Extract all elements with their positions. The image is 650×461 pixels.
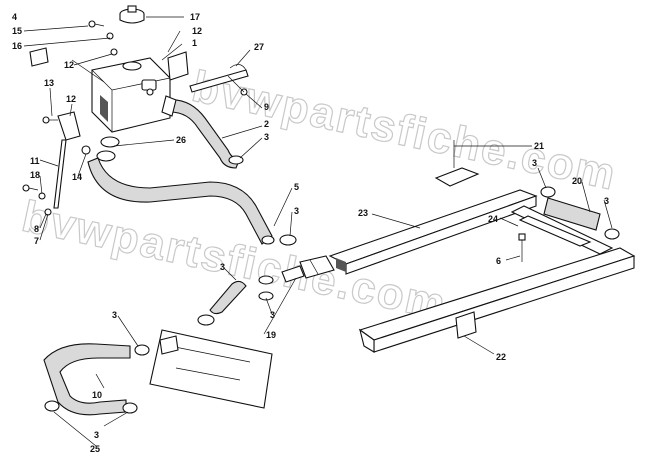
overflow-hose xyxy=(161,95,241,169)
callouts: 17 12 1 4 15 16 12 27 9 2 3 26 13 12 11 … xyxy=(12,12,609,454)
leader-lines xyxy=(23,16,613,447)
callout-9: 9 xyxy=(264,102,269,112)
reservoir-tank xyxy=(91,57,171,133)
clamps-upper-mid xyxy=(228,155,297,246)
short-hose-upper xyxy=(197,275,274,326)
callout-5: 5 xyxy=(294,182,299,192)
callout-12-top: 12 xyxy=(192,26,202,36)
callout-24: 24 xyxy=(488,214,498,224)
callout-3-hose5: 3 xyxy=(294,206,299,216)
callout-3-bottom: 3 xyxy=(94,430,99,440)
bottom-hose xyxy=(43,343,131,416)
callout-20: 20 xyxy=(572,176,582,186)
callout-3-right: 3 xyxy=(604,196,609,206)
small-fasteners-top xyxy=(88,20,154,96)
callout-3-connector: 3 xyxy=(220,262,225,272)
callout-22: 22 xyxy=(496,352,506,362)
callout-4: 4 xyxy=(12,12,17,22)
callout-1: 1 xyxy=(192,38,197,48)
callout-8: 8 xyxy=(34,224,39,234)
callout-18: 18 xyxy=(30,170,40,180)
callout-13: 13 xyxy=(44,78,54,88)
callout-3-bottom-left: 3 xyxy=(112,310,117,320)
heat-exchanger-upper xyxy=(328,189,538,275)
callout-26: 26 xyxy=(176,135,186,145)
mounting-bracket xyxy=(167,51,189,81)
callout-23: 23 xyxy=(358,208,368,218)
callout-21: 21 xyxy=(534,141,544,151)
long-hose xyxy=(87,157,275,245)
callout-19: 19 xyxy=(266,330,276,340)
callout-15: 15 xyxy=(12,26,22,36)
callout-3-hose2: 3 xyxy=(264,132,269,142)
callout-17: 17 xyxy=(190,12,200,22)
retaining-strap xyxy=(189,64,249,96)
callout-14: 14 xyxy=(72,172,82,182)
tank-bracket-left xyxy=(22,111,91,216)
heat-exchanger-cross xyxy=(510,205,614,255)
fitting-near-panel xyxy=(159,335,179,355)
heat-exchanger-end-hose xyxy=(540,186,620,240)
callout-16: 16 xyxy=(12,41,22,51)
tank-neck-fitting xyxy=(96,136,120,162)
callout-6: 6 xyxy=(496,256,501,266)
bolt-6 xyxy=(518,233,526,262)
callout-3-connector-lower: 3 xyxy=(270,310,275,320)
reservoir-cap xyxy=(119,5,145,24)
clamps-lower xyxy=(44,344,150,414)
callout-10: 10 xyxy=(92,390,102,400)
watermark-upper: bvwpartsfiche.com xyxy=(188,62,621,200)
heat-exchanger-lower xyxy=(358,247,636,353)
callout-3-right-top: 3 xyxy=(532,158,537,168)
watermark-lower: bvwpartsfiche.com xyxy=(18,192,451,330)
label-plate xyxy=(29,47,49,67)
heat-shield-panel xyxy=(149,329,273,409)
callout-27: 27 xyxy=(254,42,264,52)
hose-connector xyxy=(281,255,335,283)
callout-7: 7 xyxy=(34,236,39,246)
callout-11: 11 xyxy=(30,156,40,166)
callout-25: 25 xyxy=(90,444,100,454)
callout-2: 2 xyxy=(264,119,269,129)
callout-12-left: 12 xyxy=(66,94,76,104)
callout-12-mid: 12 xyxy=(64,60,74,70)
bracket-21 xyxy=(434,140,480,187)
